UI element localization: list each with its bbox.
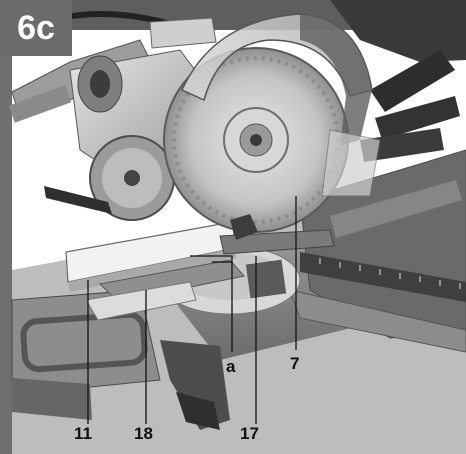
callout-a: a <box>226 357 236 376</box>
callout-11: 11 <box>74 424 92 443</box>
callout-7: 7 <box>290 354 300 373</box>
callout-17: 17 <box>240 424 259 443</box>
callout-18: 18 <box>134 424 153 443</box>
left-edge-bar <box>0 0 12 454</box>
figure-number-badge: 6c <box>0 0 72 56</box>
